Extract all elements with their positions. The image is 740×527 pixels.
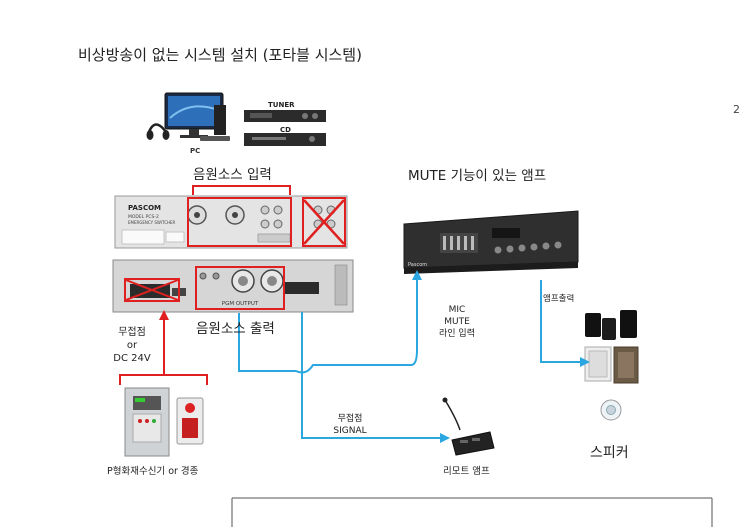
contact-label: 무접점 or DC 24V (97, 326, 167, 365)
amp-output-label: 앰프출력 (543, 294, 575, 304)
alarm-bell-icon (176, 397, 204, 445)
input-highlight-box (187, 197, 292, 247)
disabled-input-box (302, 197, 346, 247)
stray-mark: 2 (733, 103, 740, 116)
cd-rack-icon (244, 133, 326, 146)
fire-receiver-label: P형화재수신기 or 경종 (107, 466, 199, 477)
fire-bracket (119, 374, 208, 385)
mic-mute-label: MIC MUTE 라인 입력 (422, 304, 492, 340)
connection-wires (238, 280, 583, 439)
model-label: MODEL PCS-2 (128, 214, 159, 220)
wire-backpanel-to-remote (301, 312, 440, 439)
pc-label: PC (190, 147, 201, 155)
mic-mute-line-3: 라인 입력 (439, 329, 475, 339)
amp-brand-label: Pascom (408, 262, 427, 268)
contact-cross-line-b (125, 279, 179, 301)
pgm-output-label: PGM OUTPUT (222, 301, 259, 307)
mute-amplifier-icon (403, 210, 579, 274)
speaker-label: 스피커 (590, 445, 629, 461)
mic-mute-line-1: MIC (448, 305, 466, 315)
signal-label: 무접점 SIGNAL (318, 413, 382, 437)
output-highlight-box (195, 266, 285, 310)
mic-mute-line-2: MUTE (444, 317, 470, 327)
disabled-cross-line-b (303, 199, 345, 245)
signal-line-1: 무접점 (337, 414, 363, 424)
tuner-rack-icon (244, 110, 326, 122)
brand-label: PASCOM (128, 204, 161, 212)
arrow-to-speaker (580, 357, 590, 367)
input-bracket (192, 185, 291, 195)
contact-line-3: DC 24V (113, 353, 151, 364)
speaker-box-icon (584, 310, 639, 384)
signal-line-2: SIGNAL (333, 426, 367, 436)
contact-line-2: or (126, 340, 138, 351)
source-output-label: 음원소스 출력 (196, 321, 275, 337)
model-sub-label: EMERGENCY SWITCHER (128, 220, 176, 225)
mute-amp-label: MUTE 기능이 있는 앰프 (408, 168, 547, 184)
tuner-label: TUNER (268, 101, 295, 109)
headphones-icon (146, 123, 170, 140)
contact-highlight-box (124, 278, 180, 302)
wire-output-to-amp (238, 280, 418, 374)
contact-line-1: 무접점 (118, 327, 146, 338)
cd-label: CD (280, 126, 291, 134)
remote-amp-label: 리모트 앰프 (443, 466, 490, 477)
ceiling-speaker-icon (600, 399, 622, 421)
source-input-label: 음원소스 입력 (193, 167, 272, 183)
remote-mic-icon (442, 397, 495, 456)
fire-receiver-icon (124, 387, 170, 457)
arrow-to-amp (412, 270, 422, 280)
contact-arrow (159, 310, 169, 320)
pc-monitor-icon (164, 92, 230, 141)
switcher-back-icon (112, 259, 354, 313)
wire-amp-to-speaker (540, 280, 583, 363)
arrow-to-remote (440, 433, 450, 443)
page-title: 비상방송이 없는 시스템 설치 (포타블 시스템) (78, 46, 362, 64)
